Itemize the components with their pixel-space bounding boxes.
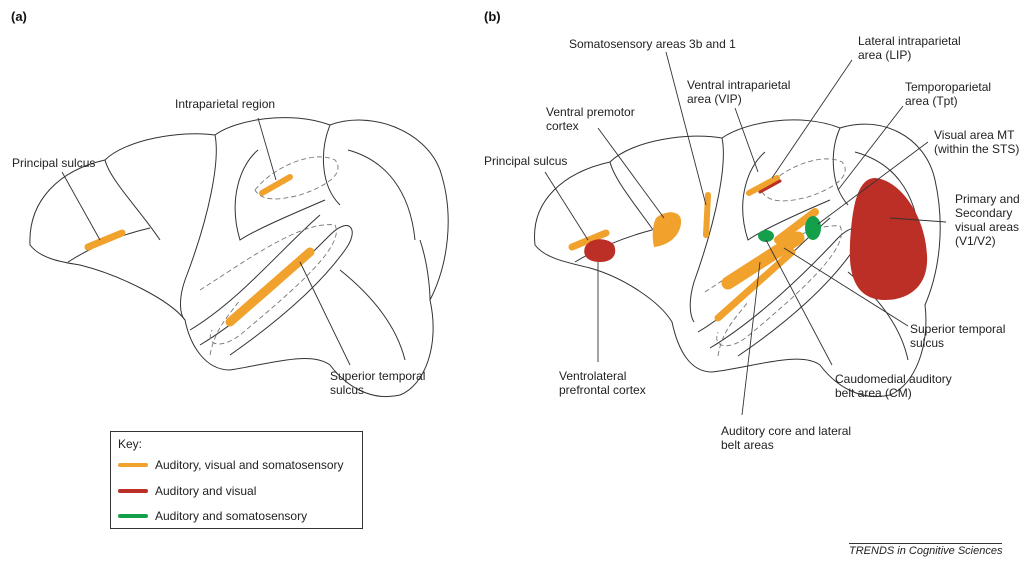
area-b-auditory-core [721, 231, 805, 290]
leader-b-v1v2 [889, 217, 947, 223]
leader-b-vip [734, 107, 759, 173]
brain-a-sulcus-9 [339, 269, 406, 361]
leader-b-principal [544, 171, 589, 241]
leader-a-intraparietal [257, 117, 277, 181]
brain-a-sulcus-7 [189, 214, 321, 331]
label-sts-b: Superior temporal sulcus [910, 322, 1006, 350]
area-b-premotor [652, 212, 682, 247]
leader-b-premotor [597, 127, 665, 219]
footer-credit: TRENDS in Cognitive Sciences [849, 543, 1003, 557]
dashed-sts-a [199, 224, 337, 345]
leader-b-cm [765, 239, 833, 366]
key-item-auditory-somatosensory: Auditory and somatosensory [118, 509, 307, 523]
panel-a-label: (a) [11, 9, 27, 24]
area-b-belt [714, 248, 796, 322]
dashed-sts-b-inner [717, 301, 749, 357]
leader-a-sts [299, 261, 351, 366]
brain-b-sulcus-5 [832, 127, 849, 206]
brain-b-sulcus-1 [609, 161, 661, 241]
brain-a-sulcus-1 [104, 159, 161, 241]
label-intraparietal-region: Intraparietal region [175, 97, 276, 111]
label-cm: Caudomedial auditory belt area (CM) [835, 372, 952, 400]
panel-b-label: (b) [484, 9, 501, 24]
leader-b-mt [817, 141, 929, 225]
key-item-auditory-visual: Auditory and visual [118, 484, 256, 498]
brain-a [29, 117, 449, 397]
leader-b-sts [783, 247, 909, 327]
key-title: Key: [118, 437, 143, 451]
label-v1v2: Primary and Secondary visual areas (V1/V… [955, 192, 1020, 248]
brain-b-sulcus-2 [689, 137, 724, 323]
label-auditory-core: Auditory core and lateral belt areas [721, 424, 852, 452]
label-vip: Ventral intraparietal area (VIP) [687, 78, 791, 106]
brain-a-sulcus-4 [234, 149, 326, 241]
brain-a-sulcus-3 [67, 227, 151, 263]
leader-b-lip [771, 59, 853, 179]
area-b-lip [758, 179, 782, 194]
brain-b-outline [534, 119, 941, 397]
label-vlpfc: Ventrolateral prefrontal cortex [559, 369, 646, 397]
brain-a-sulcus-2 [180, 134, 217, 321]
label-principal-sulcus-a: Principal sulcus [12, 156, 96, 170]
area-b-cm [758, 230, 774, 242]
label-somatosensory: Somatosensory areas 3b and 1 [569, 37, 736, 51]
leaders-a [61, 117, 351, 366]
leader-b-somatosensory [665, 51, 707, 206]
dashed-sts-b [704, 225, 842, 347]
area-b-vlpfc [584, 239, 616, 262]
brain-b-dashed [704, 158, 846, 357]
brain-b-sulcus-4 [742, 151, 831, 241]
leader-b-auditory-core [741, 261, 761, 416]
key-swatch [118, 488, 148, 493]
leader-b-tpt [837, 105, 904, 191]
label-mt: Visual area MT (within the STS) [934, 128, 1020, 156]
brain-a-sulcus-5 [322, 124, 341, 206]
dashed-intraparietal-b [761, 158, 846, 202]
label-tpt: Temporoparietal area (Tpt) [905, 80, 992, 108]
dashed-sts-a-inner [209, 299, 241, 356]
legend-key: Key: Auditory, visual and somatosensory … [110, 431, 363, 529]
area-b-tpt [774, 208, 819, 244]
brain-a-sulcus-10 [419, 239, 431, 301]
brain-a-sulcus-6 [347, 149, 416, 241]
leader-a-principal [61, 171, 101, 241]
brain-a-sulcus-8 [199, 225, 353, 356]
leaders-b [544, 51, 947, 416]
dashed-intraparietal-a [254, 156, 339, 200]
area-b-somatosensory [703, 192, 711, 238]
brain-a-dashed [199, 156, 339, 356]
area-b-v1v2 [849, 178, 928, 300]
label-premotor: Ventral premotor cortex [546, 105, 635, 133]
label-principal-sulcus-b: Principal sulcus [484, 154, 568, 168]
key-item-multisensory: Auditory, visual and somatosensory [118, 458, 344, 472]
label-sts-a: Superior temporal sulcus [330, 369, 426, 397]
key-swatch [118, 462, 148, 467]
key-swatch [118, 513, 148, 518]
area-b-vip [746, 175, 780, 196]
area-b-mt [805, 216, 821, 240]
area-a-principal [84, 229, 126, 251]
brain-b-sulcus-3 [574, 229, 653, 263]
area-b-principal [568, 229, 610, 251]
area-a-intraparietal [259, 174, 293, 196]
area-a-sts [225, 247, 315, 327]
label-lip: Lateral intraparietal area (LIP) [858, 34, 961, 62]
